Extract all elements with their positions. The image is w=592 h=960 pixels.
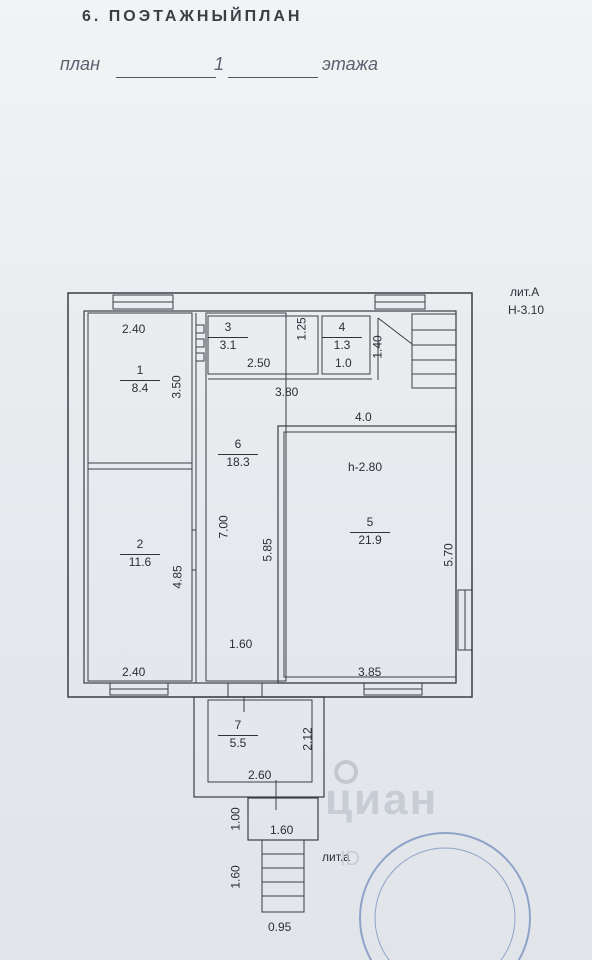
underline — [116, 77, 216, 78]
dim-label: 3.85 — [358, 665, 382, 679]
dim-label: 0.95 — [268, 920, 292, 934]
room-7-number: 7 — [234, 718, 242, 732]
dim-label: 4.0 — [355, 410, 372, 424]
dim-label-vertical: 7.00 — [216, 515, 231, 539]
dim-label-vertical: 3.50 — [169, 375, 184, 399]
dim-label-vertical: 2.12 — [300, 727, 315, 751]
room-3-number: 3 — [224, 320, 232, 334]
dim-label: 2.40 — [122, 665, 146, 679]
room-4-area: 1.3 — [322, 337, 362, 352]
room-2-area: 11.6 — [120, 554, 160, 569]
room-7-area: 5.5 — [218, 735, 258, 750]
dim-label-vertical: 1.40 — [370, 335, 385, 359]
dim-label: 2.40 — [122, 322, 146, 336]
room-4-number: 4 — [338, 320, 346, 334]
room-2-number: 2 — [136, 537, 144, 551]
dim-label-vertical: 1.60 — [228, 865, 243, 889]
room-6-area: 18.3 — [218, 454, 258, 469]
section-title: 6. ПОЭТАЖНЫЙПЛАН — [82, 8, 303, 25]
dim-label: 3.80 — [275, 385, 299, 399]
dim-label: 1.60 — [270, 823, 294, 837]
room-5-area: 21.9 — [350, 532, 390, 547]
dim-label-vertical: 1.25 — [294, 317, 309, 341]
dim-label-vertical: 1.00 — [228, 807, 243, 831]
room-5-number: 5 — [366, 515, 374, 529]
watermark-id: ID — [340, 848, 360, 870]
room-3-area: 3.1 — [208, 337, 248, 352]
room-1-area: 8.4 — [120, 380, 160, 395]
plan-label: план — [60, 54, 100, 74]
dim-label: 1.0 — [335, 356, 352, 370]
dim-label-vertical: 5.70 — [441, 543, 456, 567]
floor-label: этажа — [322, 54, 379, 74]
underline — [228, 77, 318, 78]
height-label: Н-3.10 — [508, 303, 545, 317]
room-6-number: 6 — [234, 437, 242, 451]
dim-label: 2.50 — [247, 356, 271, 370]
dim-label-vertical: 4.85 — [170, 565, 185, 589]
room-1-number: 1 — [136, 363, 144, 377]
letter-a-label: лит.А — [510, 285, 540, 299]
floor-number: 1 — [214, 54, 225, 74]
dim-label: 2.60 — [248, 768, 272, 782]
dim-label: 1.60 — [229, 637, 253, 651]
dim-label-vertical: 5.85 — [260, 538, 275, 562]
letter-a-small-label: лит.а — [322, 850, 350, 864]
ceiling-height: h-2.80 — [348, 460, 383, 474]
watermark-logo: циан — [325, 775, 439, 824]
